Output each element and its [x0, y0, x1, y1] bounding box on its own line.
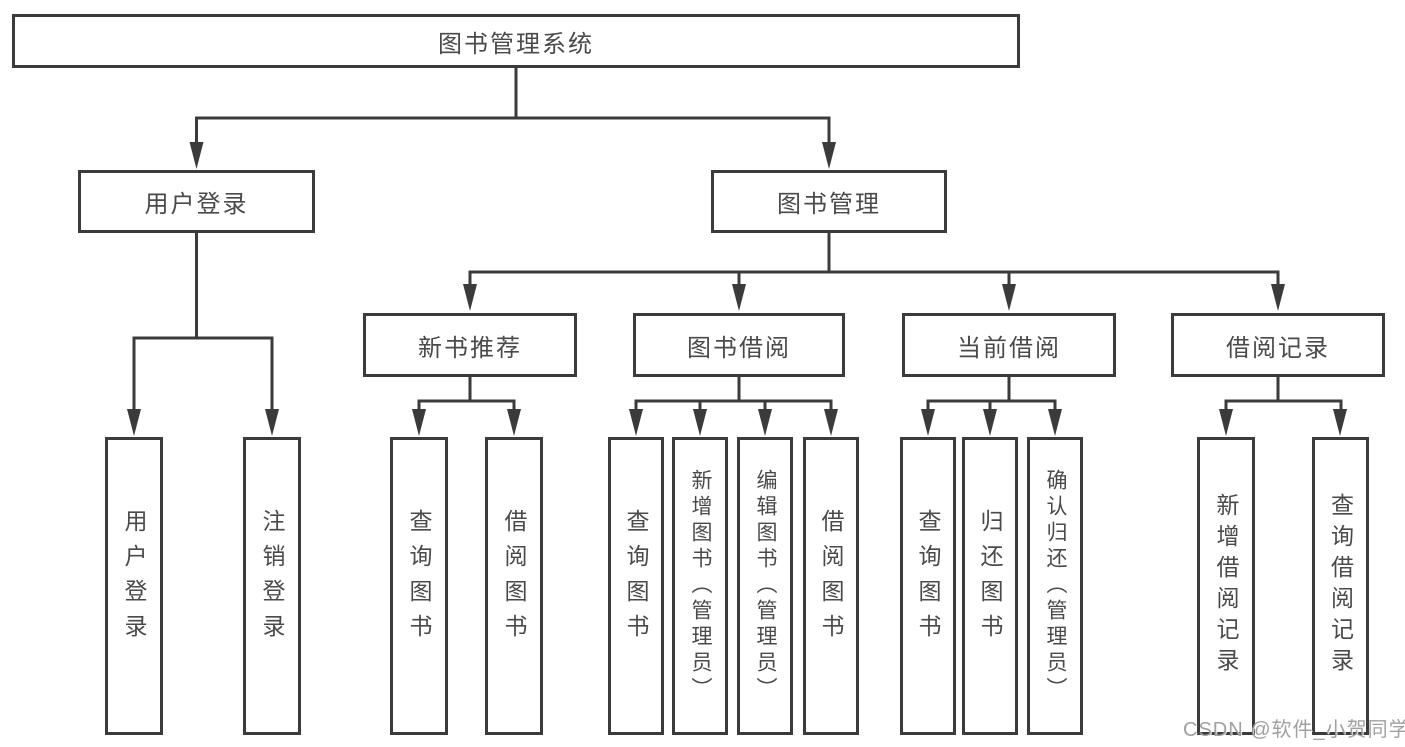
node-label: 新增图书（管理员） — [689, 469, 712, 703]
leaf-return-book: 归还图书 — [962, 437, 1018, 735]
csdn-watermark: CSDN @软件_小贺同学 — [1183, 719, 1405, 741]
node-label: 用户登录 — [144, 191, 249, 218]
node-current-borrow: 当前借阅 — [902, 313, 1116, 377]
leaf-borrow-books-recommend: 借阅图书 — [485, 437, 543, 735]
node-label: 借阅图书 — [818, 509, 844, 649]
node-book-borrow: 图书借阅 — [633, 313, 845, 377]
leaf-confirm-return-admin: 确认归还（管理员） — [1027, 437, 1083, 735]
node-user-login: 用户登录 — [78, 170, 315, 233]
leaf-logout: 注销登录 — [243, 437, 301, 735]
node-label: 新书推荐 — [418, 334, 522, 362]
node-label: 查询借阅记录 — [1327, 493, 1354, 679]
node-label: 注销登录 — [259, 509, 285, 649]
node-label: 归还图书 — [977, 509, 1003, 649]
leaf-query-books-recommend: 查询图书 — [390, 437, 448, 735]
node-new-book-recommend: 新书推荐 — [363, 313, 577, 377]
node-label: 查询图书 — [406, 509, 432, 649]
leaf-query-books-borrow: 查询图书 — [608, 437, 664, 735]
leaf-add-borrow-record: 新增借阅记录 — [1197, 437, 1255, 735]
node-label: 新增借阅记录 — [1213, 493, 1239, 679]
node-label: 图书借阅 — [687, 334, 791, 362]
node-label: 当前借阅 — [957, 334, 1061, 362]
node-library-management-system: 图书管理系统 — [12, 14, 1020, 68]
leaf-edit-book-admin: 编辑图书（管理员） — [737, 437, 793, 735]
node-label: 借阅记录 — [1226, 334, 1330, 362]
node-book-management: 图书管理 — [711, 170, 947, 233]
node-label: 图书管理 — [777, 191, 881, 218]
node-label: 用户登录 — [121, 509, 147, 649]
leaf-query-books-current: 查询图书 — [900, 437, 956, 735]
node-borrow-records: 借阅记录 — [1171, 313, 1385, 377]
node-label: 查询图书 — [623, 509, 649, 649]
node-label: 编辑图书（管理员） — [754, 469, 777, 703]
node-label: 查询图书 — [915, 509, 941, 649]
leaf-add-book-admin: 新增图书（管理员） — [672, 437, 728, 735]
node-label: 确认归还（管理员） — [1044, 469, 1067, 703]
node-label: 图书管理系统 — [438, 30, 594, 58]
node-label: 借阅图书 — [501, 509, 527, 649]
leaf-query-borrow-record: 查询借阅记录 — [1312, 437, 1369, 735]
leaf-borrow-books: 借阅图书 — [803, 437, 859, 735]
leaf-user-login: 用户登录 — [105, 437, 163, 735]
